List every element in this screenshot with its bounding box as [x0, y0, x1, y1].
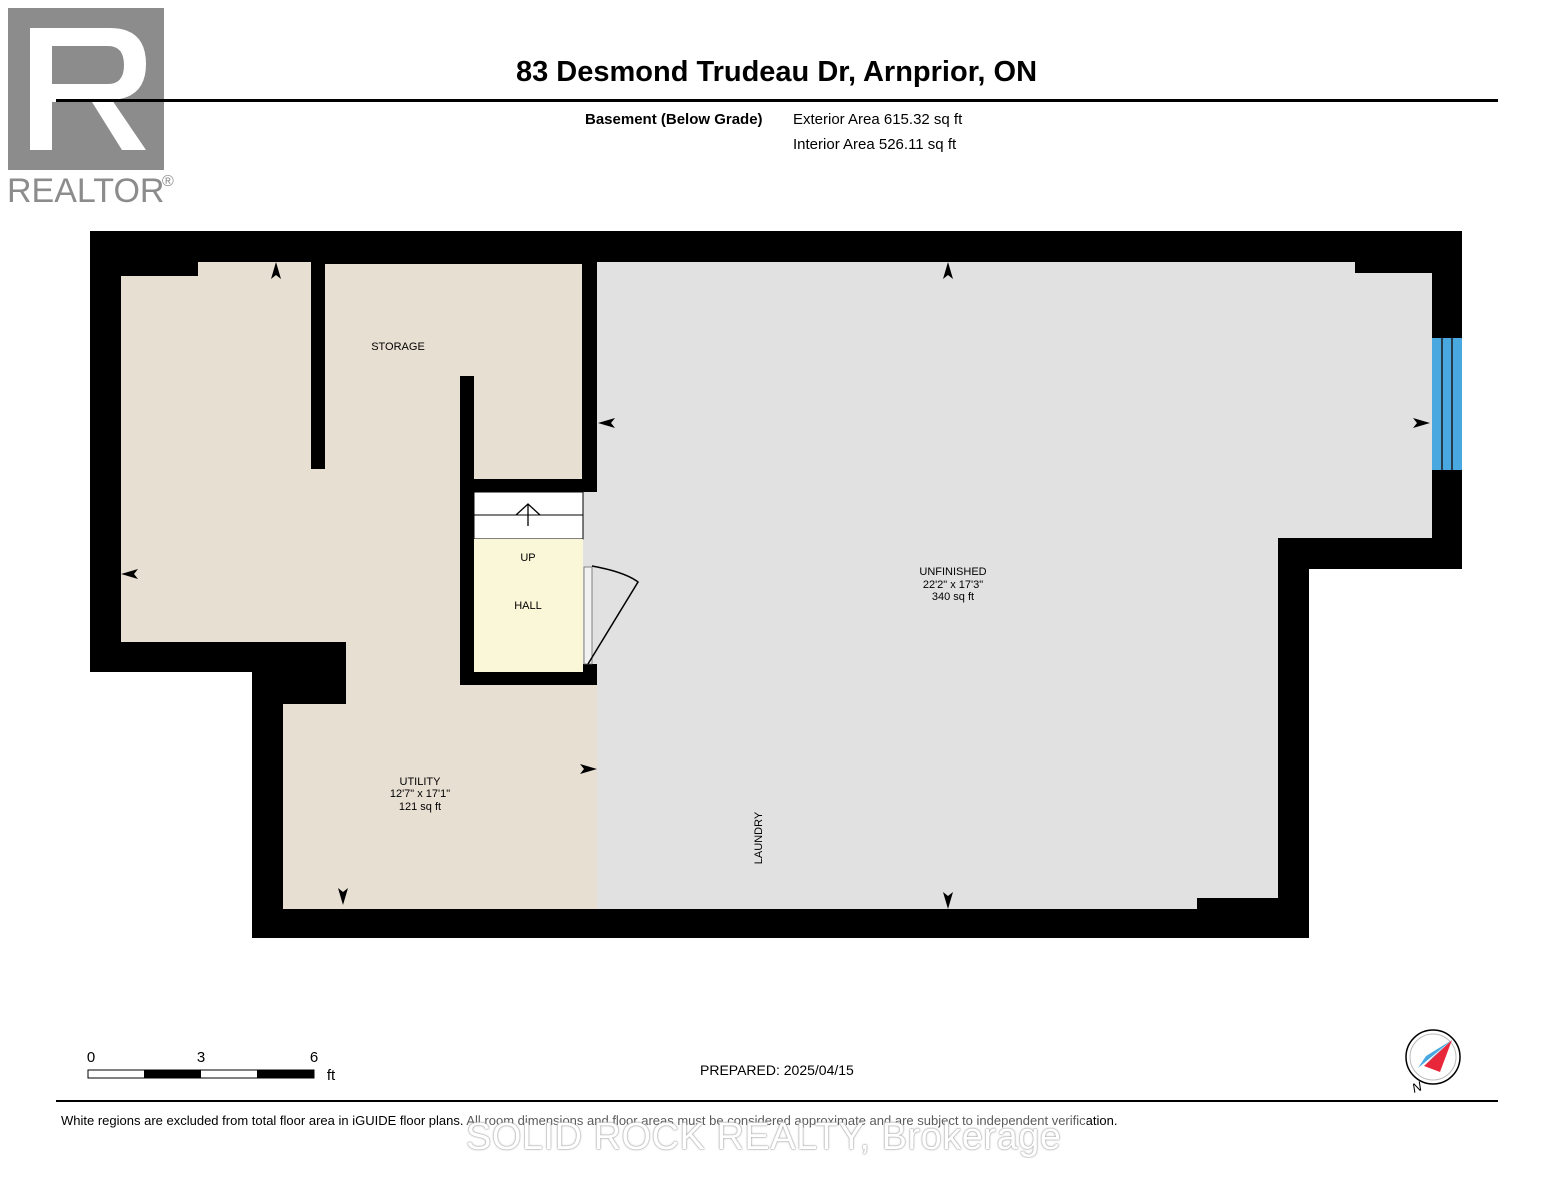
hall-floor — [474, 539, 583, 672]
room-label-storage: STORAGE — [371, 341, 425, 353]
scale-tick-3: 3 — [197, 1049, 205, 1066]
utility-floor — [121, 262, 597, 909]
prepared-date: PREPARED: 2025/04/15 — [700, 1062, 854, 1078]
disclaimer: White regions are excluded from total fl… — [61, 1113, 1118, 1128]
exterior-area: Exterior Area 615.32 sq ft — [793, 111, 963, 128]
stairs-label-up: UP — [520, 552, 535, 564]
window — [1432, 338, 1462, 470]
hall-door — [583, 565, 639, 665]
room-area-unfinished: 340 sq ft — [932, 591, 974, 603]
registered-mark: ® — [162, 173, 174, 190]
scale-unit: ft — [327, 1067, 336, 1084]
dimension-markers — [121, 262, 1430, 909]
stair-up-arrow — [515, 503, 541, 526]
interior-area: Interior Area 526.11 sq ft — [793, 136, 957, 153]
floor-name: Basement (Below Grade) — [585, 111, 763, 128]
scale-tick-0: 0 — [87, 1049, 95, 1066]
footer-rule — [56, 1100, 1498, 1102]
room-label-unfinished: UNFINISHED — [919, 566, 986, 578]
scale-tick-6: 6 — [310, 1049, 318, 1066]
unfinished-floor — [583, 262, 1432, 909]
room-dims-unfinished: 22'2" x 17'3" — [923, 579, 983, 591]
brokerage-watermark: SOLID ROCK REALTY, Brokerage — [466, 1116, 1087, 1158]
page-title: 83 Desmond Trudeau Dr, Arnprior, ON — [515, 56, 1038, 88]
realtor-logo: REALTOR ® — [7, 8, 174, 210]
room-label-hall: HALL — [514, 600, 542, 612]
header-rule — [56, 99, 1498, 102]
utility-closet — [283, 672, 333, 690]
room-dims-utility: 12'7" x 17'1" — [390, 788, 450, 800]
scale-bar: 0 3 6 ft — [87, 1049, 336, 1084]
room-label-utility: UTILITY — [400, 776, 442, 788]
room-area-utility: 121 sq ft — [399, 801, 441, 813]
room-label-laundry: LAUNDRY — [753, 811, 765, 864]
storage-floor — [325, 264, 582, 479]
realtor-logo-text: REALTOR — [7, 172, 164, 210]
compass-icon: N — [1405, 1029, 1461, 1096]
